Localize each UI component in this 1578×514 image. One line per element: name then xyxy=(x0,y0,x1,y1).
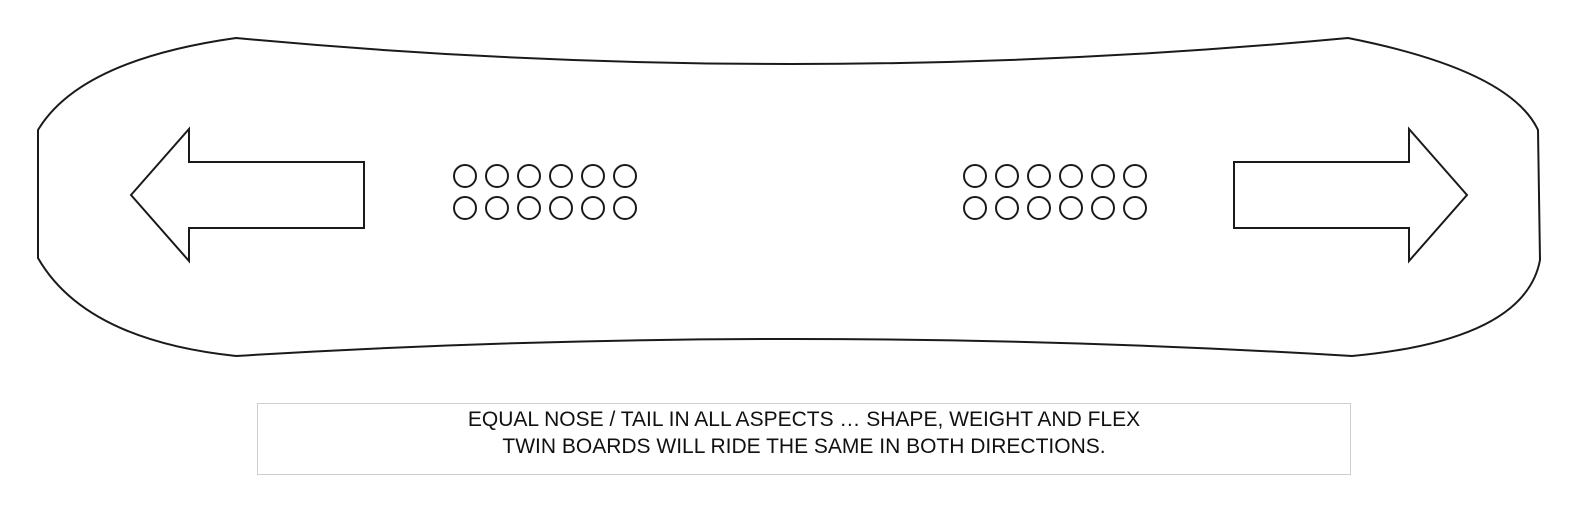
caption-line-1: EQUAL NOSE / TAIL IN ALL ASPECTS … SHAPE… xyxy=(467,408,1141,431)
insert-hole xyxy=(1091,164,1115,188)
insert-hole xyxy=(1123,196,1147,220)
insert-hole xyxy=(1027,196,1051,220)
insert-hole xyxy=(1091,196,1115,220)
insert-hole xyxy=(581,196,605,220)
arrow-right-icon xyxy=(1233,126,1469,264)
front-binding-inserts xyxy=(453,164,637,220)
arrow-right-shape xyxy=(1233,126,1469,264)
insert-hole xyxy=(995,196,1019,220)
caption-line-2: TWIN BOARDS WILL RIDE THE SAME IN BOTH D… xyxy=(502,435,1106,458)
arrow-left-icon xyxy=(129,126,365,264)
board-outline xyxy=(37,36,1542,358)
rear-binding-inserts xyxy=(963,164,1147,220)
insert-hole xyxy=(963,164,987,188)
insert-hole xyxy=(549,196,573,220)
arrow-left-shape xyxy=(129,126,365,264)
insert-hole xyxy=(1059,164,1083,188)
insert-hole xyxy=(517,164,541,188)
insert-hole xyxy=(1123,164,1147,188)
insert-hole xyxy=(453,164,477,188)
insert-hole xyxy=(1059,196,1083,220)
insert-hole xyxy=(613,196,637,220)
insert-hole xyxy=(581,164,605,188)
insert-hole xyxy=(995,164,1019,188)
insert-hole xyxy=(485,164,509,188)
insert-hole xyxy=(453,196,477,220)
insert-hole xyxy=(963,196,987,220)
insert-hole xyxy=(517,196,541,220)
insert-hole xyxy=(549,164,573,188)
caption-box: EQUAL NOSE / TAIL IN ALL ASPECTS … SHAPE… xyxy=(257,403,1351,475)
insert-hole xyxy=(613,164,637,188)
insert-hole xyxy=(1027,164,1051,188)
insert-hole xyxy=(485,196,509,220)
